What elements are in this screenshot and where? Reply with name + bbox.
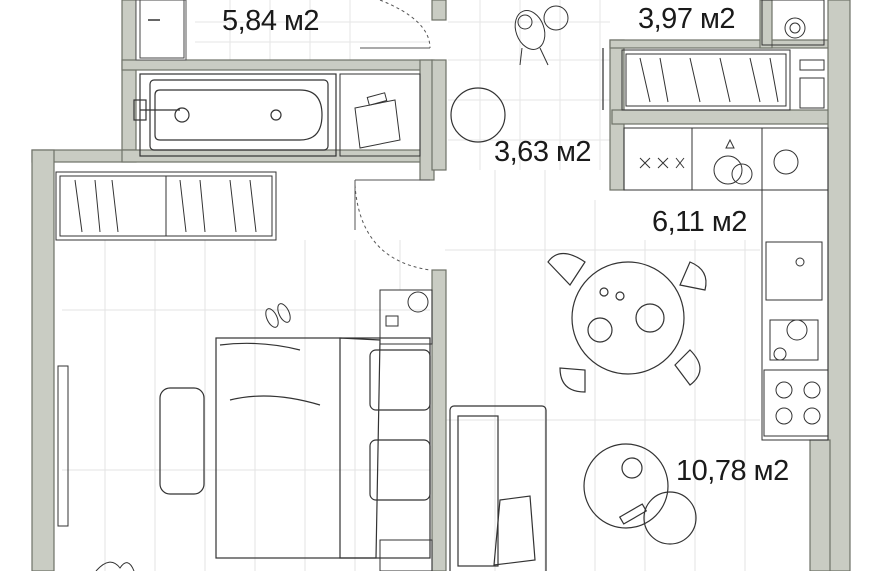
room-area-living: 10,78 м2 bbox=[676, 455, 789, 487]
bedroom-pouf bbox=[159, 387, 205, 495]
hall-pouf bbox=[450, 87, 506, 143]
kitchen-row bbox=[623, 127, 829, 441]
room-area-kitchen: 6,11 м2 bbox=[652, 206, 747, 238]
wardrobe-storage bbox=[621, 49, 825, 111]
room-area-bathroom: 5,84 м2 bbox=[222, 5, 320, 37]
bathtub bbox=[133, 73, 337, 157]
nightstand bbox=[379, 289, 433, 345]
floor-planks bbox=[62, 170, 760, 571]
laundry-cabinet bbox=[339, 73, 421, 157]
person-figure bbox=[514, 5, 569, 66]
plant-bottom bbox=[95, 561, 135, 571]
bottom-nightstand bbox=[379, 539, 433, 571]
top-right-stove bbox=[761, 0, 825, 46]
dining-table bbox=[547, 252, 707, 393]
coffee-table bbox=[583, 443, 697, 545]
wall-mirror bbox=[57, 365, 69, 527]
bedroom-wardrobe bbox=[55, 171, 277, 241]
hall-tiles bbox=[195, 0, 610, 170]
sofa bbox=[449, 405, 547, 571]
walls bbox=[31, 0, 851, 571]
bathroom-floor bbox=[135, 0, 187, 61]
sink-cabinet bbox=[139, 0, 185, 59]
room-area-storage: 3,97 м2 bbox=[638, 3, 736, 35]
bed bbox=[215, 337, 431, 559]
room-area-hall: 3,63 м2 bbox=[494, 136, 592, 168]
slippers bbox=[265, 303, 291, 328]
doors bbox=[354, 0, 604, 271]
